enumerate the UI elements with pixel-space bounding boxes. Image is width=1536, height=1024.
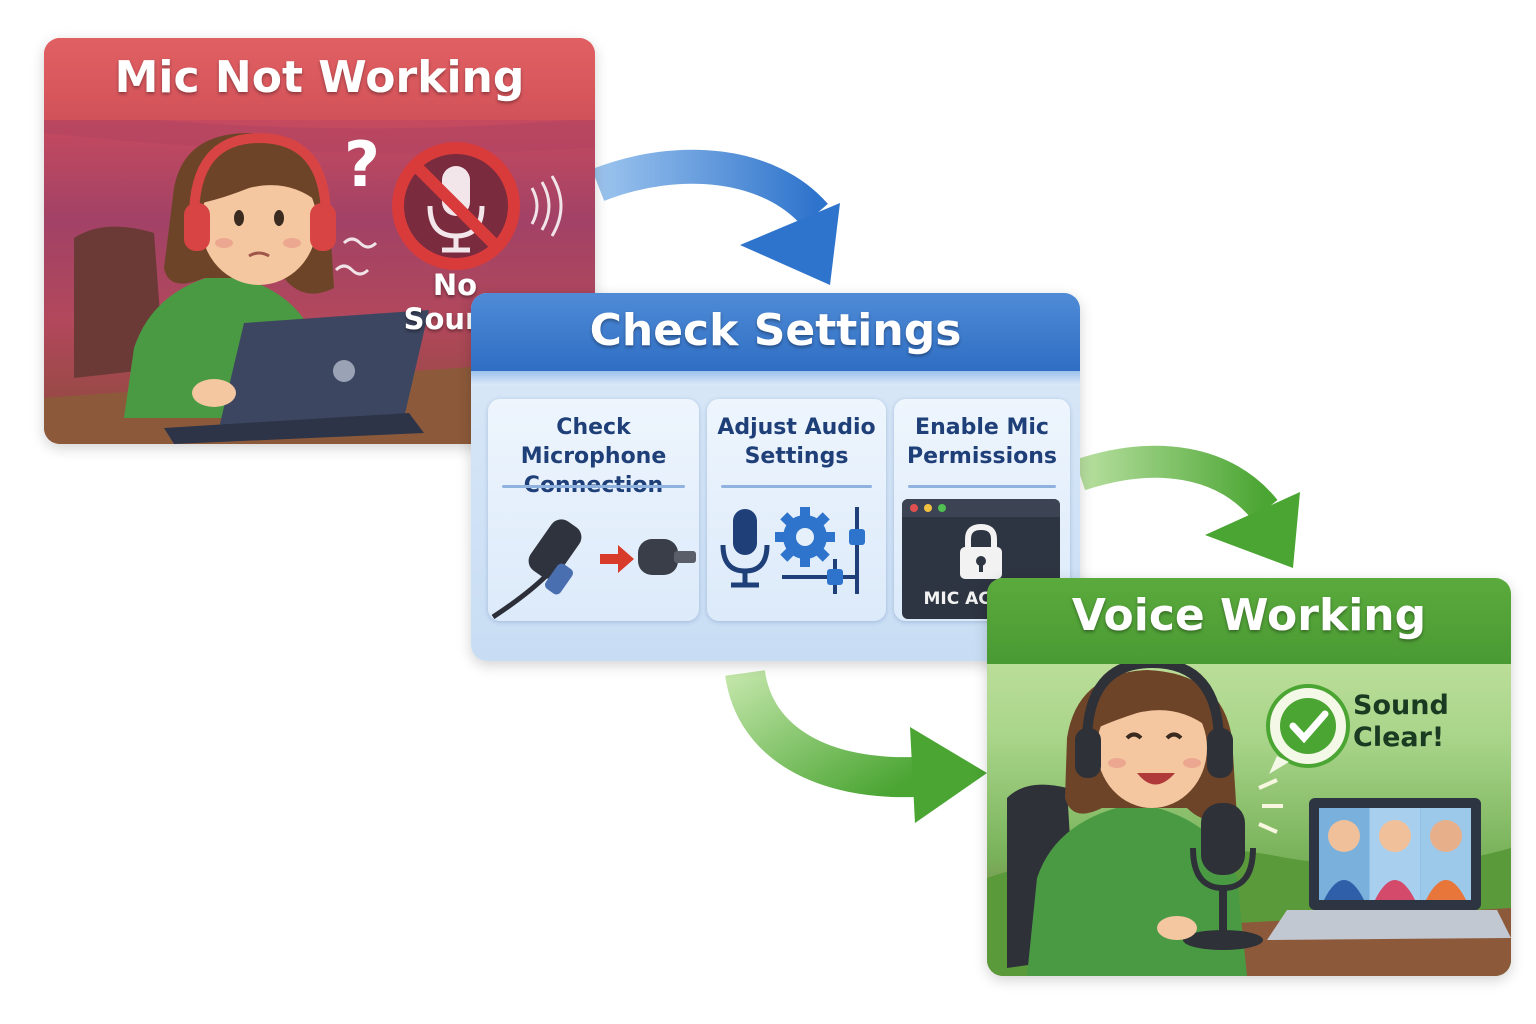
sound-clear-line2: Clear! — [1353, 722, 1445, 753]
sound-waves-icon — [530, 187, 539, 225]
arrow-to-voice-working — [1075, 445, 1300, 568]
step-title: Voice Working — [987, 578, 1511, 664]
panel-label-line2: Settings — [744, 444, 849, 469]
step-voice-working-card: Voice Working Sound Clear! — [987, 578, 1511, 976]
plug-icon — [491, 519, 696, 619]
mic-icon — [720, 509, 770, 588]
step-mic-not-working-card: ? Mic Not Working No Sound — [44, 38, 595, 444]
panel-label-line1: Adjust Audio — [717, 415, 876, 440]
gear-icon — [775, 507, 835, 567]
step-title: Check Settings — [471, 293, 1080, 371]
checkmark-icon — [1266, 684, 1350, 774]
divider — [908, 485, 1056, 488]
panel-label-line1: Check Microphone — [520, 415, 667, 469]
sliders-icon — [782, 507, 865, 594]
arrow-to-settings — [591, 149, 840, 285]
sound-clear-label: Sound Clear! — [1353, 690, 1449, 754]
step-title: Mic Not Working — [44, 38, 595, 120]
happy-user-scene — [987, 657, 1511, 976]
panel-label-line2: Permissions — [907, 444, 1057, 469]
sound-clear-line1: Sound — [1353, 690, 1449, 721]
frustrated-user-scene: ? — [44, 108, 595, 444]
arrow-down-to-voice-working — [725, 669, 987, 823]
panel-adjust-audio[interactable]: Adjust Audio Settings — [707, 399, 886, 621]
divider — [721, 485, 872, 488]
panel-label-line1: Enable Mic — [915, 415, 1049, 440]
panel-check-connection[interactable]: Check Microphone Connection — [488, 399, 699, 621]
muted-mic-icon — [392, 142, 520, 270]
lock-icon — [960, 523, 1002, 579]
question-mark-icon: ? — [344, 128, 380, 201]
divider — [502, 485, 685, 488]
